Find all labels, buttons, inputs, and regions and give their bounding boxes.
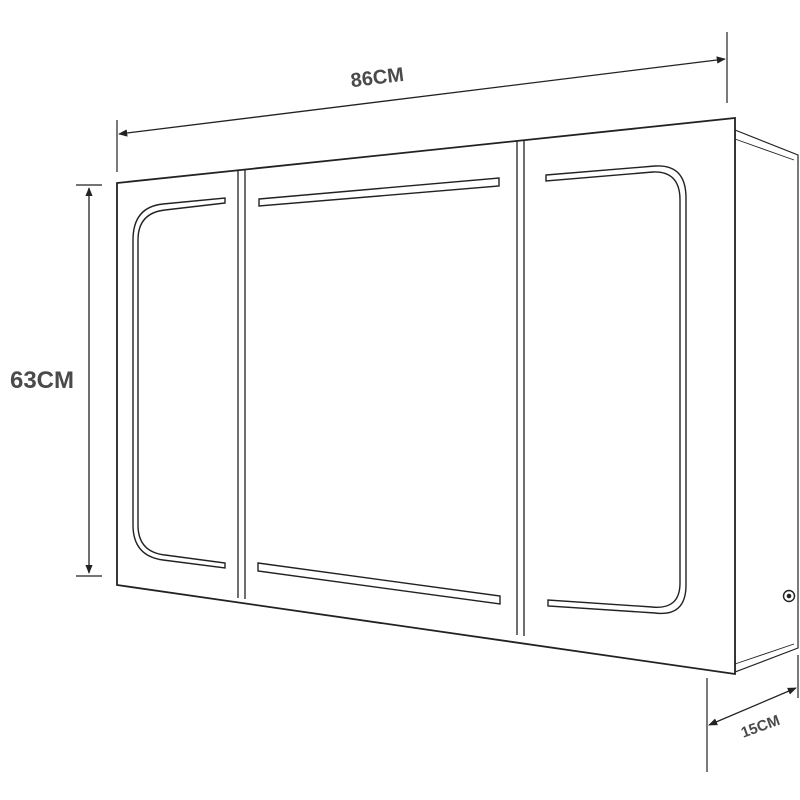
width-arrow-line: [118, 56, 726, 137]
height-dimension: 63CM: [10, 184, 102, 577]
right-door-light-strip: [545, 165, 687, 615]
power-switch-icon: [782, 589, 796, 603]
left-door-light-strip: [132, 197, 226, 569]
center-door-bottom-light-strip: [257, 562, 501, 605]
cabinet: [116, 117, 799, 676]
cabinet-front-face: [116, 117, 736, 676]
height-label: 63CM: [10, 367, 74, 394]
depth-label: 15CM: [739, 712, 782, 742]
width-label: 86CM: [349, 64, 405, 92]
side-panel-inner-edge-top: [734, 138, 795, 161]
depth-arrow-line: [708, 687, 797, 726]
side-panel-inner-edge-bottom: [734, 643, 795, 665]
center-door-top-light-strip: [258, 177, 500, 207]
